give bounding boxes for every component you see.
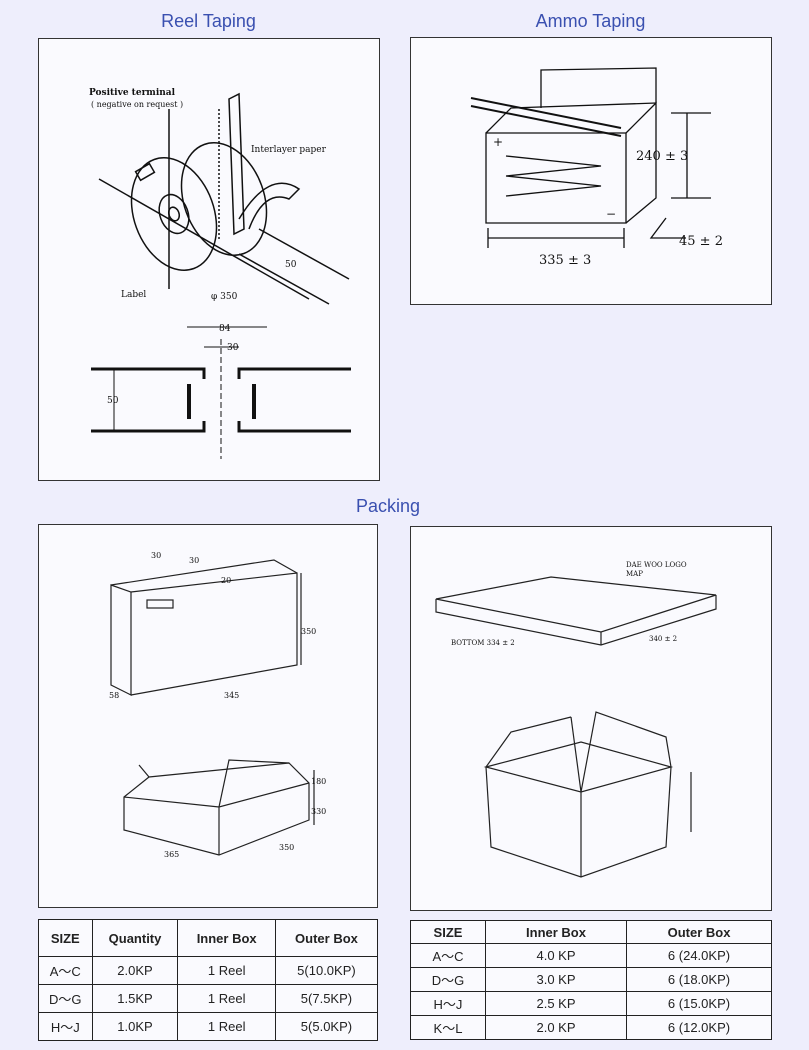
ammo-box-front (485, 132, 627, 224)
outer-top: 180 (311, 777, 326, 786)
label-callout: Label (121, 290, 146, 300)
outer-height: 330 (311, 807, 326, 816)
tray-bottom-dim: BOTTOM 334 ± 2 (451, 639, 515, 647)
table-header-row: SIZE Quantity Inner Box Outer Box (38, 919, 379, 957)
ammo-taping-title: Ammo Taping (535, 11, 646, 31)
plus-sign: + (493, 135, 503, 149)
inner-height: 350 (301, 627, 316, 636)
reel-label (134, 162, 156, 182)
cell: 6 (12.0KP) (626, 1015, 772, 1040)
cell: D～G (38, 984, 93, 1013)
inner-length: 345 (224, 691, 239, 700)
cell: A～C (38, 956, 93, 985)
cell: 2.5 KP (485, 991, 627, 1016)
col-inner-box: Inner Box (485, 920, 627, 944)
cell: 1 Reel (177, 956, 276, 985)
cell: H～J (38, 1012, 93, 1041)
packing-inner-outer-box-drawing: 30 30 20 350 345 58 180 330 365 350 (38, 524, 378, 908)
negative-on-request-label: ( negative on request ) (91, 100, 183, 109)
col-inner-box: Inner Box (177, 919, 276, 957)
cell: 5(10.0KP) (274, 956, 379, 985)
cell: 1 Reel (177, 984, 276, 1013)
col-size: SIZE (410, 920, 486, 944)
positive-terminal-label: Positive terminal (89, 88, 176, 98)
dim-30-label: 30 (227, 343, 239, 353)
tray-note-2: MAP (626, 570, 643, 578)
ammo-taping-drawing: 240 ± 3 335 ± 3 45 ± 2 + − (410, 37, 772, 305)
packing-tray-carton-drawing: DAE WOO LOGO MAP BOTTOM 334 ± 2 340 ± 2 (410, 526, 772, 911)
reel-front-flange (130, 157, 218, 271)
cell: 3.0 KP (485, 967, 627, 992)
dim-84-label: 84 (219, 324, 231, 334)
reel-taping-drawing: Positive terminal ( negative on request … (38, 38, 380, 481)
outer-box (123, 762, 310, 856)
ammo-width-label: 335 ± 3 (539, 253, 591, 268)
reel-back-flange (180, 142, 268, 256)
outer-length: 365 (164, 850, 179, 859)
width-50-label: 50 (285, 260, 297, 270)
reel-taping-title: Reel Taping (161, 11, 256, 31)
tape-strip (228, 92, 245, 236)
inner-dim-2: 30 (189, 556, 199, 565)
tray-top (435, 576, 717, 633)
cell: 1 Reel (177, 1012, 276, 1041)
col-size: SIZE (38, 919, 93, 957)
table-header-row: SIZE Inner Box Outer Box (410, 920, 772, 944)
cell: 5(7.5KP) (274, 984, 379, 1013)
tray-side-dim: 340 ± 2 (649, 635, 677, 643)
interlayer-paper (238, 182, 301, 230)
inner-dim-1: 30 (151, 551, 161, 560)
cell: 1.0KP (91, 1012, 179, 1041)
ammo-height-label: 240 ± 3 (636, 149, 688, 164)
cell: 1.5KP (91, 984, 179, 1013)
diameter-label: φ 350 (211, 292, 238, 302)
packing-title: Packing (355, 496, 421, 516)
carton-top (483, 741, 674, 793)
tape-zigzag (505, 155, 602, 197)
inner-box (110, 584, 132, 696)
cell: K～L (410, 1015, 486, 1040)
cell: D～G (410, 967, 486, 992)
cell: 4.0 KP (485, 943, 627, 968)
cell: A～C (410, 943, 486, 968)
cell: 5(5.0KP) (274, 1012, 379, 1041)
dim-50-side-label: 50 (107, 396, 119, 406)
cell: H～J (410, 991, 486, 1016)
tray-note-1: DAE WOO LOGO (626, 561, 687, 569)
col-quantity: Quantity (91, 919, 179, 957)
cell: 2.0KP (91, 956, 179, 985)
cell: 6 (15.0KP) (626, 991, 772, 1016)
col-outer-box: Outer Box (274, 919, 379, 957)
reel-hub (158, 193, 190, 235)
cell: 6 (18.0KP) (626, 967, 772, 992)
outer-depth: 350 (279, 843, 294, 852)
minus-sign: − (606, 207, 616, 221)
inner-dim-3: 20 (221, 576, 231, 585)
cell: 2.0 KP (485, 1015, 627, 1040)
ammo-depth-label: 45 ± 2 (679, 234, 723, 249)
inner-depth: 58 (109, 691, 119, 700)
interlayer-paper-label: Interlayer paper (251, 145, 327, 155)
cell: 6 (24.0KP) (626, 943, 772, 968)
col-outer-box: Outer Box (626, 920, 772, 944)
